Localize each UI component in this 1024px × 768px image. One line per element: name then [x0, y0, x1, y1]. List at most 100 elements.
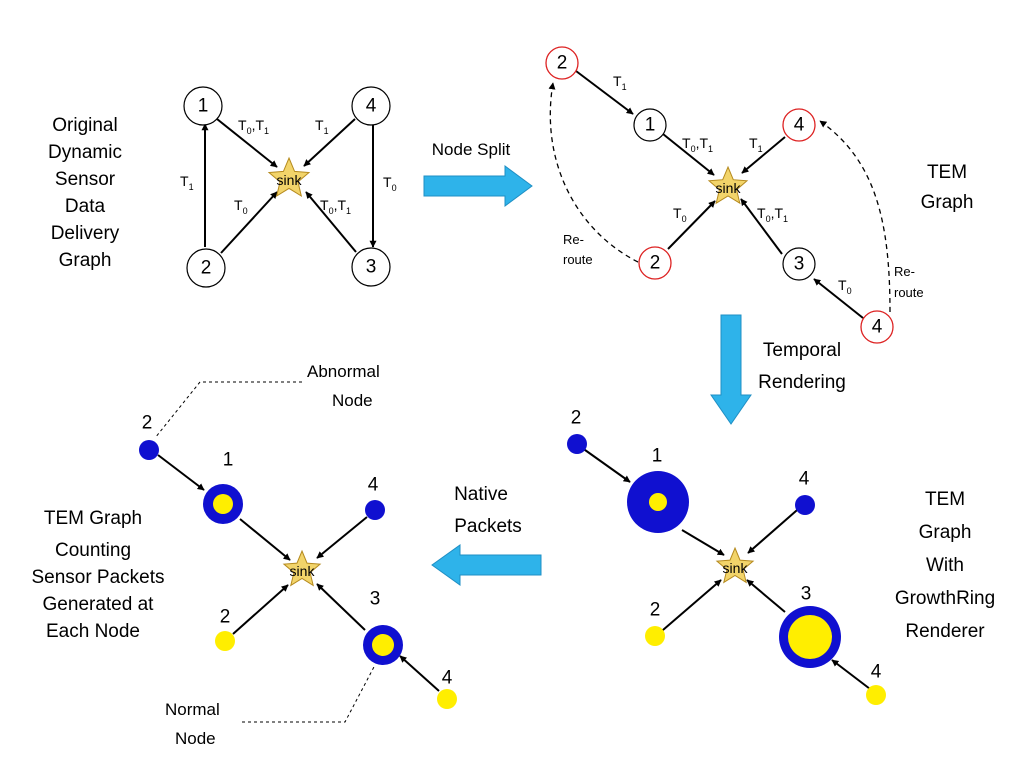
svg-text:4: 4	[872, 317, 883, 338]
svg-text:sink: sink	[277, 172, 303, 188]
node-1: 1	[633, 108, 667, 142]
caption-line: Graph	[921, 192, 974, 213]
caption-line: GrowthRing	[895, 588, 995, 609]
native-packets-arrow: Native Packets	[431, 484, 542, 586]
reroute-label: route	[563, 252, 593, 267]
annotation-label: Node	[332, 391, 373, 410]
edge-4-3	[813, 278, 864, 319]
edge-4-3	[399, 655, 440, 692]
svg-text:2: 2	[650, 600, 661, 621]
edge-2-1	[157, 454, 205, 491]
svg-text:1: 1	[652, 446, 663, 467]
edge-label: T1	[749, 135, 763, 154]
svg-text:4: 4	[799, 469, 810, 490]
node-2-normal: 2	[645, 600, 665, 646]
edge-label: T0	[673, 205, 687, 224]
edge-label: T0	[383, 174, 397, 193]
svg-text:1: 1	[198, 96, 209, 117]
reroute-label: Re-	[563, 232, 584, 247]
edge-1-sink	[239, 518, 291, 561]
svg-text:2: 2	[220, 607, 231, 628]
caption-line: Counting	[55, 540, 131, 561]
edge-label: T0,T1	[682, 135, 713, 154]
counting-caption: TEM Graph Counting Sensor Packets Genera…	[31, 508, 164, 642]
caption-line: TEM	[925, 489, 965, 510]
svg-text:4: 4	[442, 668, 453, 689]
arrow-label: Node Split	[432, 140, 511, 159]
svg-text:3: 3	[366, 257, 377, 278]
original-caption: Original Dynamic Sensor Data Delivery Gr…	[48, 115, 122, 271]
svg-text:4: 4	[368, 475, 379, 496]
arrow-label: Rendering	[758, 372, 846, 393]
abnormal-leader	[154, 381, 302, 439]
edge-label: T1	[315, 117, 329, 136]
edge-4-3	[831, 659, 875, 693]
arrow-label: Packets	[454, 516, 522, 537]
arrow-label: Native	[454, 484, 508, 505]
edge-label: T1	[613, 73, 627, 92]
growthring-caption: TEM Graph With GrowthRing Renderer	[895, 489, 995, 642]
svg-text:sink: sink	[716, 180, 742, 196]
caption-line: Generated at	[43, 594, 155, 615]
edge-2-1	[577, 444, 631, 483]
node-2-abnormal: 2	[567, 408, 587, 454]
edge-2-sink	[220, 191, 278, 254]
svg-text:3: 3	[794, 254, 805, 275]
node-2-normal: 2	[215, 607, 235, 651]
svg-text:2: 2	[650, 253, 661, 274]
normal-leader	[242, 664, 376, 723]
caption-line: Renderer	[905, 621, 985, 642]
right-arrow-icon	[423, 165, 533, 207]
annotation-label: Normal	[165, 700, 220, 719]
caption-line: With	[926, 555, 964, 576]
node-1-counting: 1	[203, 450, 243, 524]
edge-label: T0,T1	[320, 197, 351, 216]
svg-text:1: 1	[645, 115, 656, 136]
edge-4-sink	[747, 503, 805, 554]
caption-line: Dynamic	[48, 142, 122, 163]
sink-star-icon: sink	[267, 156, 311, 198]
node-3-counting: 3	[363, 589, 403, 665]
svg-text:3: 3	[370, 589, 381, 610]
caption-line: Graph	[59, 250, 112, 271]
edge-4-sink	[303, 118, 356, 167]
edge-4-sink	[741, 136, 786, 174]
caption-line: Sensor Packets	[31, 567, 164, 588]
reroute-edge	[819, 120, 891, 313]
edge-3-sink	[746, 579, 786, 613]
node-2-abnormal: 2	[139, 413, 159, 460]
node-3-growthring: 3	[779, 584, 841, 668]
svg-text:3: 3	[801, 584, 812, 605]
svg-text:2: 2	[201, 258, 212, 279]
node-4-normal: 4	[866, 662, 886, 705]
svg-text:1: 1	[223, 450, 234, 471]
node-2-split: 2	[638, 246, 672, 280]
edge-label: T0,T1	[238, 117, 269, 136]
svg-text:2: 2	[557, 53, 568, 74]
reroute-edge	[548, 82, 639, 263]
caption-line: Original	[52, 115, 117, 136]
edge-4-sink	[316, 516, 368, 559]
edge-1-sink	[681, 529, 725, 556]
edge-label: T1	[180, 173, 194, 192]
edge-2-sink	[667, 200, 716, 250]
edge-2-sink	[655, 579, 722, 637]
edge-label: T0	[234, 197, 248, 216]
edge-3-sink	[740, 198, 783, 255]
node-2-split: 2	[545, 46, 579, 80]
caption-line: TEM Graph	[44, 508, 142, 529]
node-1: 1	[183, 86, 223, 126]
node-3: 3	[782, 247, 816, 281]
temporal-rendering-arrow: Temporal Rendering	[710, 314, 846, 425]
edge-1-sink	[216, 118, 278, 168]
node-4-normal: 4	[437, 668, 457, 709]
edge-2-sink	[232, 584, 289, 635]
sink-star-icon: sink	[707, 165, 749, 205]
caption-line: Each Node	[46, 621, 140, 642]
svg-text:4: 4	[366, 96, 377, 117]
caption-line: Delivery	[51, 223, 120, 244]
annotation-label: Abnormal	[307, 362, 380, 381]
node-split-arrow: Node Split	[423, 140, 533, 207]
annotation-label: Node	[175, 729, 216, 748]
